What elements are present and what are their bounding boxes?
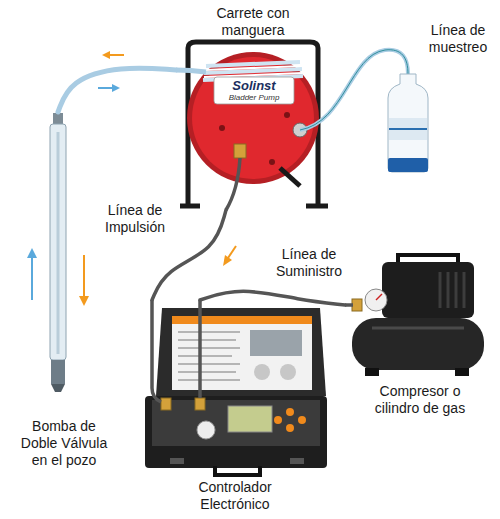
reel-bolt	[219, 125, 225, 131]
brand-subtitle: Bladder Pump	[214, 93, 294, 103]
compressor-node: Compresor o cilindro de gas	[345, 252, 495, 420]
edge-label-box: Línea de Impulsión	[95, 202, 175, 236]
flow-arrow-down-head	[79, 296, 89, 306]
reel-illustration	[176, 42, 328, 210]
controller-manual	[172, 316, 312, 390]
compressor-foot	[365, 368, 379, 376]
controller-fitting	[195, 398, 205, 410]
controller-illustration	[145, 300, 327, 475]
flow-arrow-right	[98, 87, 112, 89]
reel-disc	[192, 57, 314, 179]
label-box: Solinst	[214, 78, 294, 93]
node-label: Bomba de Doble Válvula en el pozo	[18, 418, 110, 469]
gauge-needle	[376, 294, 382, 300]
flow-arrow-up-head	[27, 248, 37, 258]
reel-bolt	[269, 159, 275, 165]
compressor-foot	[455, 368, 469, 376]
compressor-fitting	[352, 299, 362, 311]
sample-line-illustration	[300, 50, 428, 172]
line-label: Línea de muestreo	[420, 22, 496, 56]
node-label: Controlador Electrónico	[185, 479, 285, 513]
reel-stand	[188, 42, 318, 205]
drive-segment	[226, 158, 240, 210]
reel-rim	[187, 52, 319, 184]
pump-bladder	[57, 132, 60, 354]
bottle-cap	[388, 158, 428, 172]
compressor-gauge	[365, 289, 387, 311]
controller-gauge	[197, 421, 215, 439]
hose-segment	[176, 70, 206, 72]
controller-latch	[170, 458, 184, 464]
pump-node: Bomba de Doble Válvula en el pozo	[14, 112, 114, 472]
pump-intake	[51, 360, 65, 384]
pump-body	[50, 124, 66, 360]
controller-fitting	[161, 398, 171, 410]
drive-segment	[152, 300, 161, 402]
label-box: Bladder Pump	[214, 93, 294, 103]
logo-plate	[214, 77, 294, 104]
supply-segment	[198, 300, 202, 398]
compressor-grille	[440, 272, 464, 308]
reel-node: Carrete con manguera	[176, 2, 330, 210]
compressor-illustration	[345, 255, 484, 376]
controller-handle	[215, 466, 260, 475]
controller-panel	[152, 400, 320, 446]
drive-fitting	[234, 144, 246, 158]
hose-line	[58, 68, 176, 112]
compressor-tank	[352, 318, 484, 370]
controller-latch	[290, 458, 304, 464]
brand-logo: Solinst	[214, 78, 294, 93]
reel-feet	[180, 204, 328, 209]
controller-node: Controlador Electrónico	[140, 300, 330, 516]
controller-button	[286, 424, 294, 432]
bottle-label-line	[389, 128, 427, 130]
node-label: Carrete con manguera	[198, 5, 308, 39]
flow-arrow-drive-head	[223, 255, 232, 266]
controller-button	[274, 416, 282, 424]
flow-arrow-left-head	[102, 51, 110, 59]
hose-line	[200, 291, 345, 305]
hose-coil	[204, 66, 302, 77]
flow-arrow-down	[83, 255, 85, 296]
pump-head	[53, 113, 63, 124]
edge-label-box: Línea de Suministro	[268, 246, 350, 280]
tank-highlight	[372, 327, 464, 330]
flow-arrow-right-head	[112, 84, 120, 92]
manual-picture	[280, 364, 296, 380]
pump-tip	[51, 384, 65, 392]
node-label: Compresor o cilindro de gas	[360, 383, 480, 417]
controller-button	[298, 416, 306, 424]
flow-arrow-left	[110, 54, 124, 56]
flow-arrow-drive	[228, 246, 236, 258]
manual-picture	[250, 330, 302, 356]
bottle-label	[389, 118, 427, 140]
controller-button	[286, 408, 294, 416]
manual-picture	[254, 364, 270, 380]
reel-bolt	[284, 112, 290, 118]
label-box: Línea de muestreo	[420, 22, 496, 56]
controller-display	[228, 406, 272, 432]
controller-lid	[156, 308, 326, 396]
compressor-handle	[398, 255, 458, 262]
manual-header	[172, 316, 312, 324]
line-label: Línea de Impulsión	[95, 202, 175, 236]
line-label: Línea de Suministro	[268, 246, 350, 280]
manual-lines	[178, 332, 240, 380]
compressor-motor	[382, 262, 474, 318]
controller-base	[145, 396, 327, 468]
flow-arrow-up	[31, 258, 33, 300]
sample-bottle	[388, 74, 428, 172]
reel-crank	[280, 168, 300, 186]
